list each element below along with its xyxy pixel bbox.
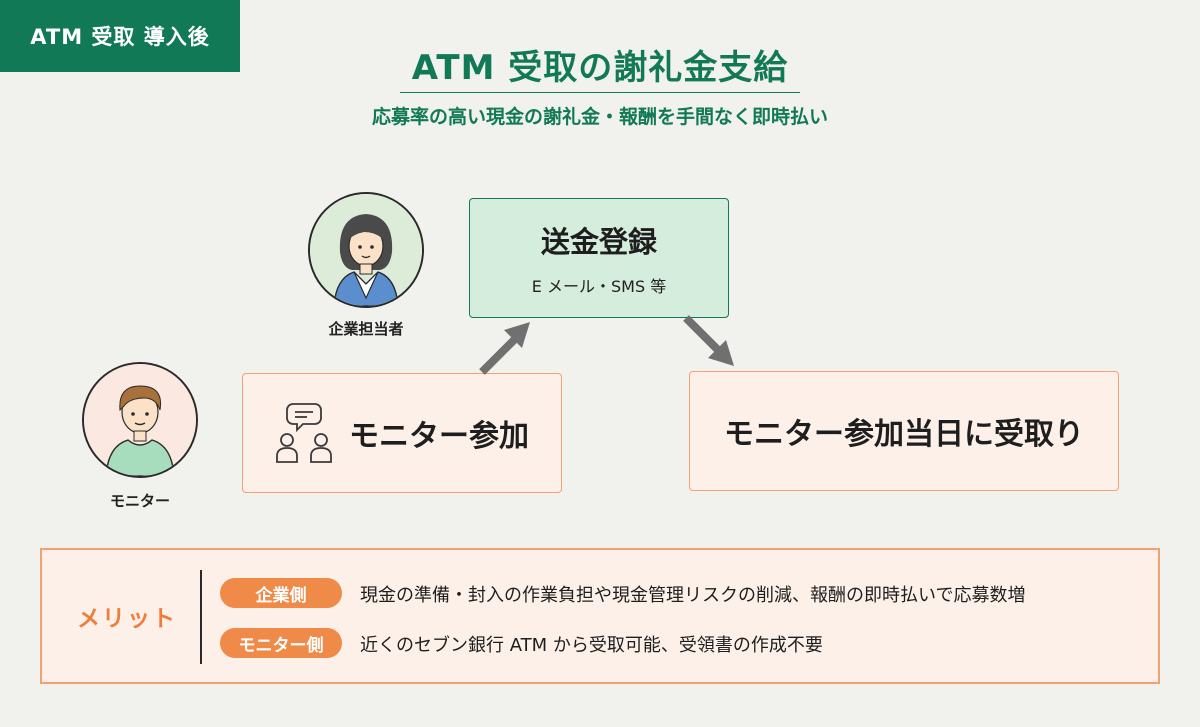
register-step-title: 送金登録 [540,225,657,259]
monitor-avatar-icon [82,362,198,478]
merit-panel: メリット 企業側 現金の準備・封入の作業負担や現金管理リスクの削減、報酬の即時払… [40,548,1160,684]
register-step-box: 送金登録 E メール・SMS 等 [469,198,729,318]
people-chat-icon [276,403,332,463]
register-step-subtitle: E メール・SMS 等 [531,277,667,296]
page-subtitle: 応募率の高い現金の謝礼金・報酬を手間なく即時払い [371,106,828,128]
merit-text-company: 現金の準備・封入の作業負担や現金管理リスクの削減、報酬の即時払いで応募数増 [360,585,1026,606]
receive-step-box: モニター参加当日に受取り [689,371,1119,491]
merit-label: メリット [77,606,177,632]
merit-divider [200,570,202,664]
corner-tag: ATM 受取 導入後 [0,0,240,72]
monitor-label: モニター [109,492,170,510]
staff-avatar-icon [308,192,424,308]
arrow-down-right-icon [683,315,734,366]
merit-tag-company: 企業側 [220,578,342,608]
staff-label: 企業担当者 [328,320,404,338]
join-step-box: モニター参加 [242,373,562,493]
title-underline [400,92,800,93]
join-step-label: モニター参加 [349,419,529,454]
arrow-up-right-icon [479,322,530,375]
merit-tag-monitor: モニター側 [220,628,342,658]
page-title: ATM 受取の謝礼金支給 [411,48,789,88]
receive-step-label: モニター参加当日に受取り [724,417,1084,452]
merit-text-monitor: 近くのセブン銀行 ATM から受取可能、受領書の作成不要 [360,635,823,656]
